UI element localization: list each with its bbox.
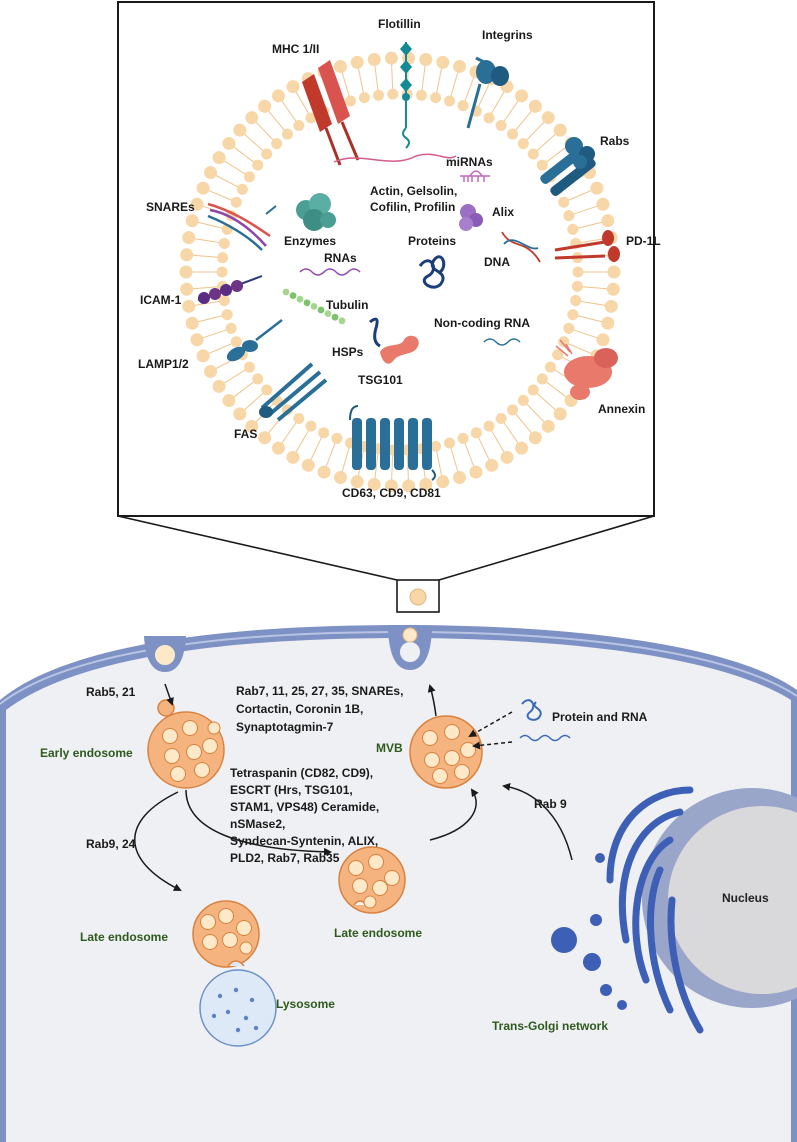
label-rab7-2: Cortactin, Coronin 1B,: [236, 702, 363, 716]
label-integrins: Integrins: [482, 28, 533, 42]
snares-icon: [207, 202, 277, 251]
label-icam: ICAM-1: [140, 293, 182, 307]
label-noncoding: Non-coding RNA: [434, 316, 530, 330]
noncoding-rna-icon: [483, 338, 521, 346]
label-protein-rna: Protein and RNA: [552, 710, 648, 724]
exosome-labels: Flotillin MHC 1/II Integrins Rabs miRNAs…: [138, 17, 661, 500]
label-proteins: Proteins: [408, 234, 456, 248]
label-tetra-1: Tetraspanin (CD82, CD9),: [230, 766, 373, 780]
cell-labels: Rab5, 21 Early endosome Rab7, 11, 25, 27…: [40, 684, 769, 1033]
label-tetra-6: PLD2, Rab7, Rab35: [230, 851, 340, 865]
label-tubulin: Tubulin: [326, 298, 368, 312]
label-rab7-1: Rab7, 11, 25, 27, 35, SNAREs,: [236, 684, 403, 698]
label-trans-golgi: Trans-Golgi network: [492, 1019, 608, 1033]
label-snares: SNAREs: [146, 200, 195, 214]
mhc-icon: [302, 60, 360, 166]
label-actin-1: Actin, Gelsolin,: [370, 184, 457, 198]
endocytic-pit: [144, 636, 186, 672]
flotillin-icon: [400, 42, 412, 149]
label-lamp: LAMP1/2: [138, 357, 189, 371]
tetraspanin-icon: [349, 405, 436, 481]
protein-icon: [418, 255, 446, 289]
label-nucleus: Nucleus: [722, 891, 769, 905]
rabs-icon: [540, 137, 596, 196]
label-annexin: Annexin: [598, 402, 645, 416]
fas-icon: [259, 362, 328, 422]
golgi-icon: [551, 786, 704, 1034]
label-rnas: RNAs: [324, 251, 357, 265]
label-tetra-5: Syndecan-Syntenin, ALIX,: [230, 834, 378, 848]
label-tetra-3: STAM1, VPS48) Ceramide,: [230, 800, 379, 814]
label-rab9: Rab 9: [534, 797, 567, 811]
early-endosome: [147, 699, 225, 789]
rna-icon: [299, 268, 361, 276]
label-tetra-4: nSMase2,: [230, 817, 285, 831]
label-mhc: MHC 1/II: [272, 42, 319, 56]
label-rabs: Rabs: [600, 134, 630, 148]
cargo-rna-icon: [519, 734, 571, 742]
label-tsg: TSG101: [358, 373, 403, 387]
pd1l-icon: [554, 230, 620, 262]
tubulin-icon: [282, 288, 346, 325]
label-hsps: HSPs: [332, 345, 364, 359]
label-alix: Alix: [492, 205, 514, 219]
lamp-icon: [226, 319, 283, 362]
label-enzymes: Enzymes: [284, 234, 336, 248]
mvb: [409, 715, 483, 789]
hsp-icon: [369, 317, 381, 348]
label-late-endosome-1: Late endosome: [80, 930, 168, 944]
label-fas: FAS: [234, 427, 257, 441]
label-lysosome: Lysosome: [276, 997, 335, 1011]
cargo-protein-icon: [521, 699, 542, 721]
annexin-icon: [555, 339, 618, 400]
label-late-endosome-2: Late endosome: [334, 926, 422, 940]
alix-icon: [459, 204, 483, 231]
label-early-endosome: Early endosome: [40, 746, 133, 760]
label-rab5: Rab5, 21: [86, 685, 136, 699]
label-dna: DNA: [484, 255, 510, 269]
label-pd1l: PD-1L: [626, 234, 661, 248]
lysosome: [199, 969, 277, 1047]
exocytic-pit: [388, 627, 432, 670]
label-tetraspanins: CD63, CD9, CD81: [342, 486, 441, 500]
integrin-icon: [466, 56, 509, 129]
label-flotillin: Flotillin: [378, 17, 421, 31]
label-rab7-3: Synaptotagmin-7: [236, 720, 334, 734]
enzyme-icon: [296, 193, 336, 231]
dna-icon: [501, 231, 541, 263]
label-actin-2: Cofilin, Profilin: [370, 200, 455, 214]
late-endosome-center: [338, 846, 406, 914]
label-mvb: MVB: [376, 741, 403, 755]
mirna-icon: [333, 153, 490, 182]
label-mirnas: miRNAs: [446, 155, 493, 169]
nucleus: [642, 788, 797, 1008]
late-endosome-left: [192, 900, 260, 968]
tsg101-icon: [380, 335, 419, 364]
zoom-frame: [117, 1, 655, 613]
pathway-arrows: [134, 683, 573, 891]
icam1-icon: [197, 275, 263, 304]
label-tetra-2: ESCRT (Hrs, TSG101,: [230, 783, 353, 797]
label-rab9-24: Rab9, 24: [86, 837, 136, 851]
